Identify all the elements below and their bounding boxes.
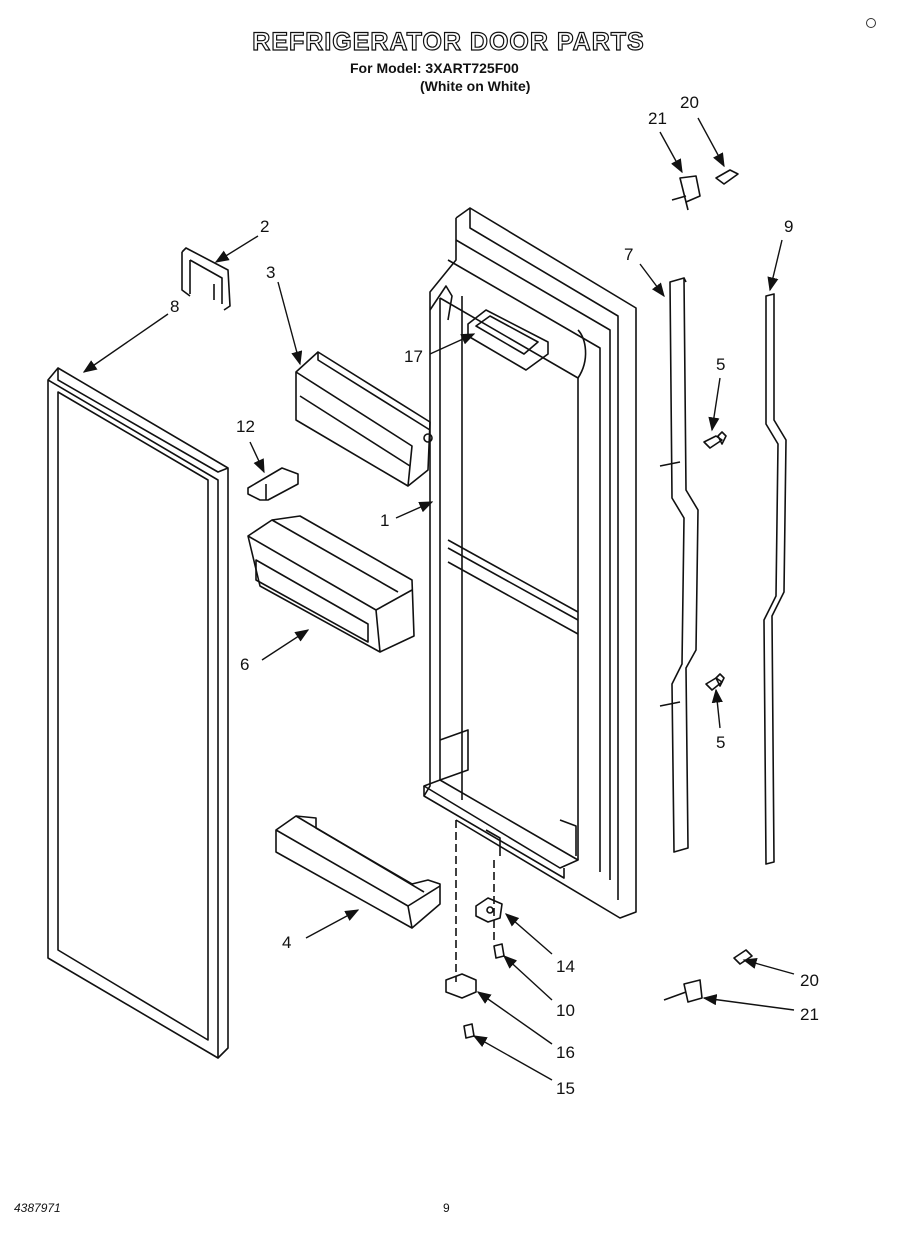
leader-5-lower [711, 688, 723, 729]
leader-14 [504, 913, 553, 955]
screw-10-part [493, 943, 505, 959]
callout-12: 12 [236, 417, 255, 436]
bottom-hinge-part [683, 949, 753, 1003]
leader-20-top [697, 117, 725, 168]
leader-2 [214, 235, 259, 263]
alignment-line [671, 195, 687, 201]
callout-5-upper: 5 [716, 355, 725, 374]
door-bin-part [247, 515, 415, 653]
callout-8: 8 [170, 297, 179, 316]
corner-registration-mark [866, 18, 876, 28]
screw-part-lower [705, 673, 725, 691]
handle-bracket-part [467, 309, 549, 371]
model-line: For Model: 3XART725F00 [350, 60, 519, 76]
lower-shelf-part [275, 815, 441, 929]
leader-21-bottom [702, 994, 795, 1011]
document-number: 4387971 [14, 1201, 61, 1215]
door-liner-part [423, 207, 637, 919]
leader-12 [249, 441, 265, 474]
callout-5-lower: 5 [716, 733, 725, 752]
leader-21-top [659, 131, 683, 174]
leader-5-upper [708, 377, 721, 432]
leader-15 [472, 1035, 553, 1081]
leader-6 [261, 629, 310, 661]
callout-14: 14 [556, 957, 575, 976]
hinge-pin-part [445, 973, 477, 999]
callout-6: 6 [240, 655, 249, 674]
door-gasket-part [47, 367, 229, 1059]
leader-17 [429, 333, 476, 355]
callout-9: 9 [784, 217, 793, 236]
callout-20-bottom: 20 [800, 971, 819, 990]
callout-1: 1 [380, 511, 389, 530]
leader-16 [476, 991, 553, 1045]
hinge-plate-part [475, 897, 503, 923]
leader-20-bottom [742, 958, 795, 975]
top-hinge-part [679, 169, 739, 211]
leader-10 [502, 955, 553, 1001]
callout-2: 2 [260, 217, 269, 236]
screw-15-part [463, 1023, 475, 1039]
bracket-part [181, 247, 231, 311]
alignment-line [663, 991, 687, 1001]
callout-15: 15 [556, 1079, 575, 1098]
leader-7 [639, 263, 665, 298]
diagram-title: REFRIGERATOR DOOR PARTS [252, 27, 645, 56]
gasket-strip-part [763, 293, 787, 865]
callout-20-top: 20 [680, 93, 699, 112]
screw-part-upper [703, 431, 727, 449]
callout-21-bottom: 21 [800, 1005, 819, 1024]
color-line: (White on White) [420, 78, 531, 94]
small-clip-part [247, 467, 299, 501]
callout-16: 16 [556, 1043, 575, 1062]
callout-21-top: 21 [648, 109, 667, 128]
callout-7: 7 [624, 245, 633, 264]
shelf-cover-part [295, 351, 433, 487]
callout-4: 4 [282, 933, 291, 952]
leader-4 [305, 909, 360, 939]
door-hinge-bar-part [659, 277, 699, 853]
page-number: 9 [443, 1201, 450, 1215]
leader-3 [277, 281, 303, 366]
leader-1 [395, 501, 434, 519]
leader-9 [767, 239, 783, 292]
callout-3: 3 [266, 263, 275, 282]
leader-8 [82, 313, 169, 373]
callout-10: 10 [556, 1001, 575, 1020]
callout-17: 17 [404, 347, 423, 366]
